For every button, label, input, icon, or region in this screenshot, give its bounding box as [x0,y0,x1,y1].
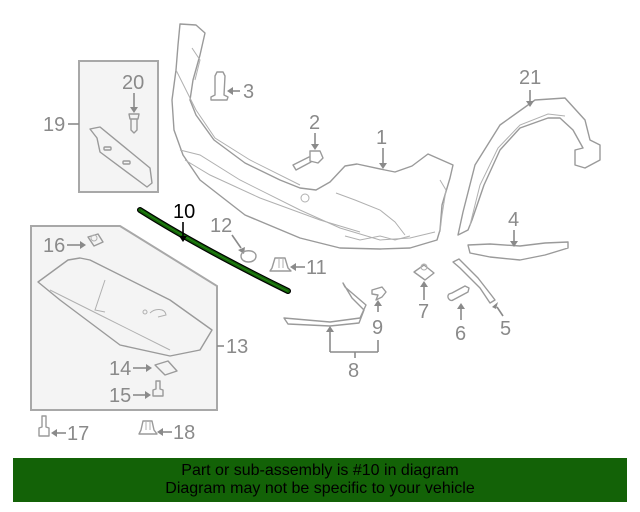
callout-17[interactable]: 17 [67,423,89,445]
callout-3[interactable]: 3 [243,81,254,103]
callout-13[interactable]: 13 [226,336,248,358]
callout-10[interactable]: 10 [173,201,195,223]
callout-14[interactable]: 14 [109,358,131,380]
callout-9[interactable]: 9 [372,317,383,339]
license-bracket-shape [89,126,153,188]
callout-19[interactable]: 19 [43,114,65,136]
callout-18[interactable]: 18 [173,422,195,444]
notice-banner: Part or sub-assembly is #10 in diagram D… [13,458,627,502]
banner-line-part: Part or sub-assembly is #10 in diagram [181,462,459,479]
callout-2[interactable]: 2 [309,112,320,134]
callout-12[interactable]: 12 [210,215,232,237]
moulding-4 [467,230,569,261]
banner-line-disclaimer: Diagram may not be specific to your vehi… [165,480,475,497]
bolt-17 [38,415,66,437]
callout-6[interactable]: 6 [455,323,466,345]
bracket-5 [452,258,504,317]
parts-diagram: 1 2 3 4 5 6 7 8 9 10 11 12 13 14 15 16 1… [30,23,601,445]
pin-3 [210,71,240,101]
callout-20[interactable]: 20 [122,72,144,94]
nut-11 [269,257,305,272]
callout-8[interactable]: 8 [348,360,359,382]
callout-11[interactable]: 11 [306,257,327,279]
nut-7 [413,263,435,300]
callout-7[interactable]: 7 [418,301,429,323]
bracket-box [78,60,159,193]
part-group-13 [30,225,224,411]
clip-9 [371,286,387,312]
bolt-2 [292,133,324,171]
bolt-20-icon [128,113,140,134]
bumper-cover [171,23,454,250]
part-group-19 [68,60,159,193]
fender-flare-21 [457,90,601,236]
callout-5[interactable]: 5 [500,318,511,340]
part-10-highlighted-strip [137,207,291,294]
callout-4[interactable]: 4 [508,209,519,231]
nut-18 [138,420,172,436]
moulding-8 [283,282,379,358]
clip-12 [231,234,257,263]
callout-16[interactable]: 16 [43,235,65,257]
callout-1[interactable]: 1 [376,127,387,149]
callout-15[interactable]: 15 [109,385,131,407]
pin-6 [447,285,470,320]
callout-21[interactable]: 21 [519,67,541,89]
